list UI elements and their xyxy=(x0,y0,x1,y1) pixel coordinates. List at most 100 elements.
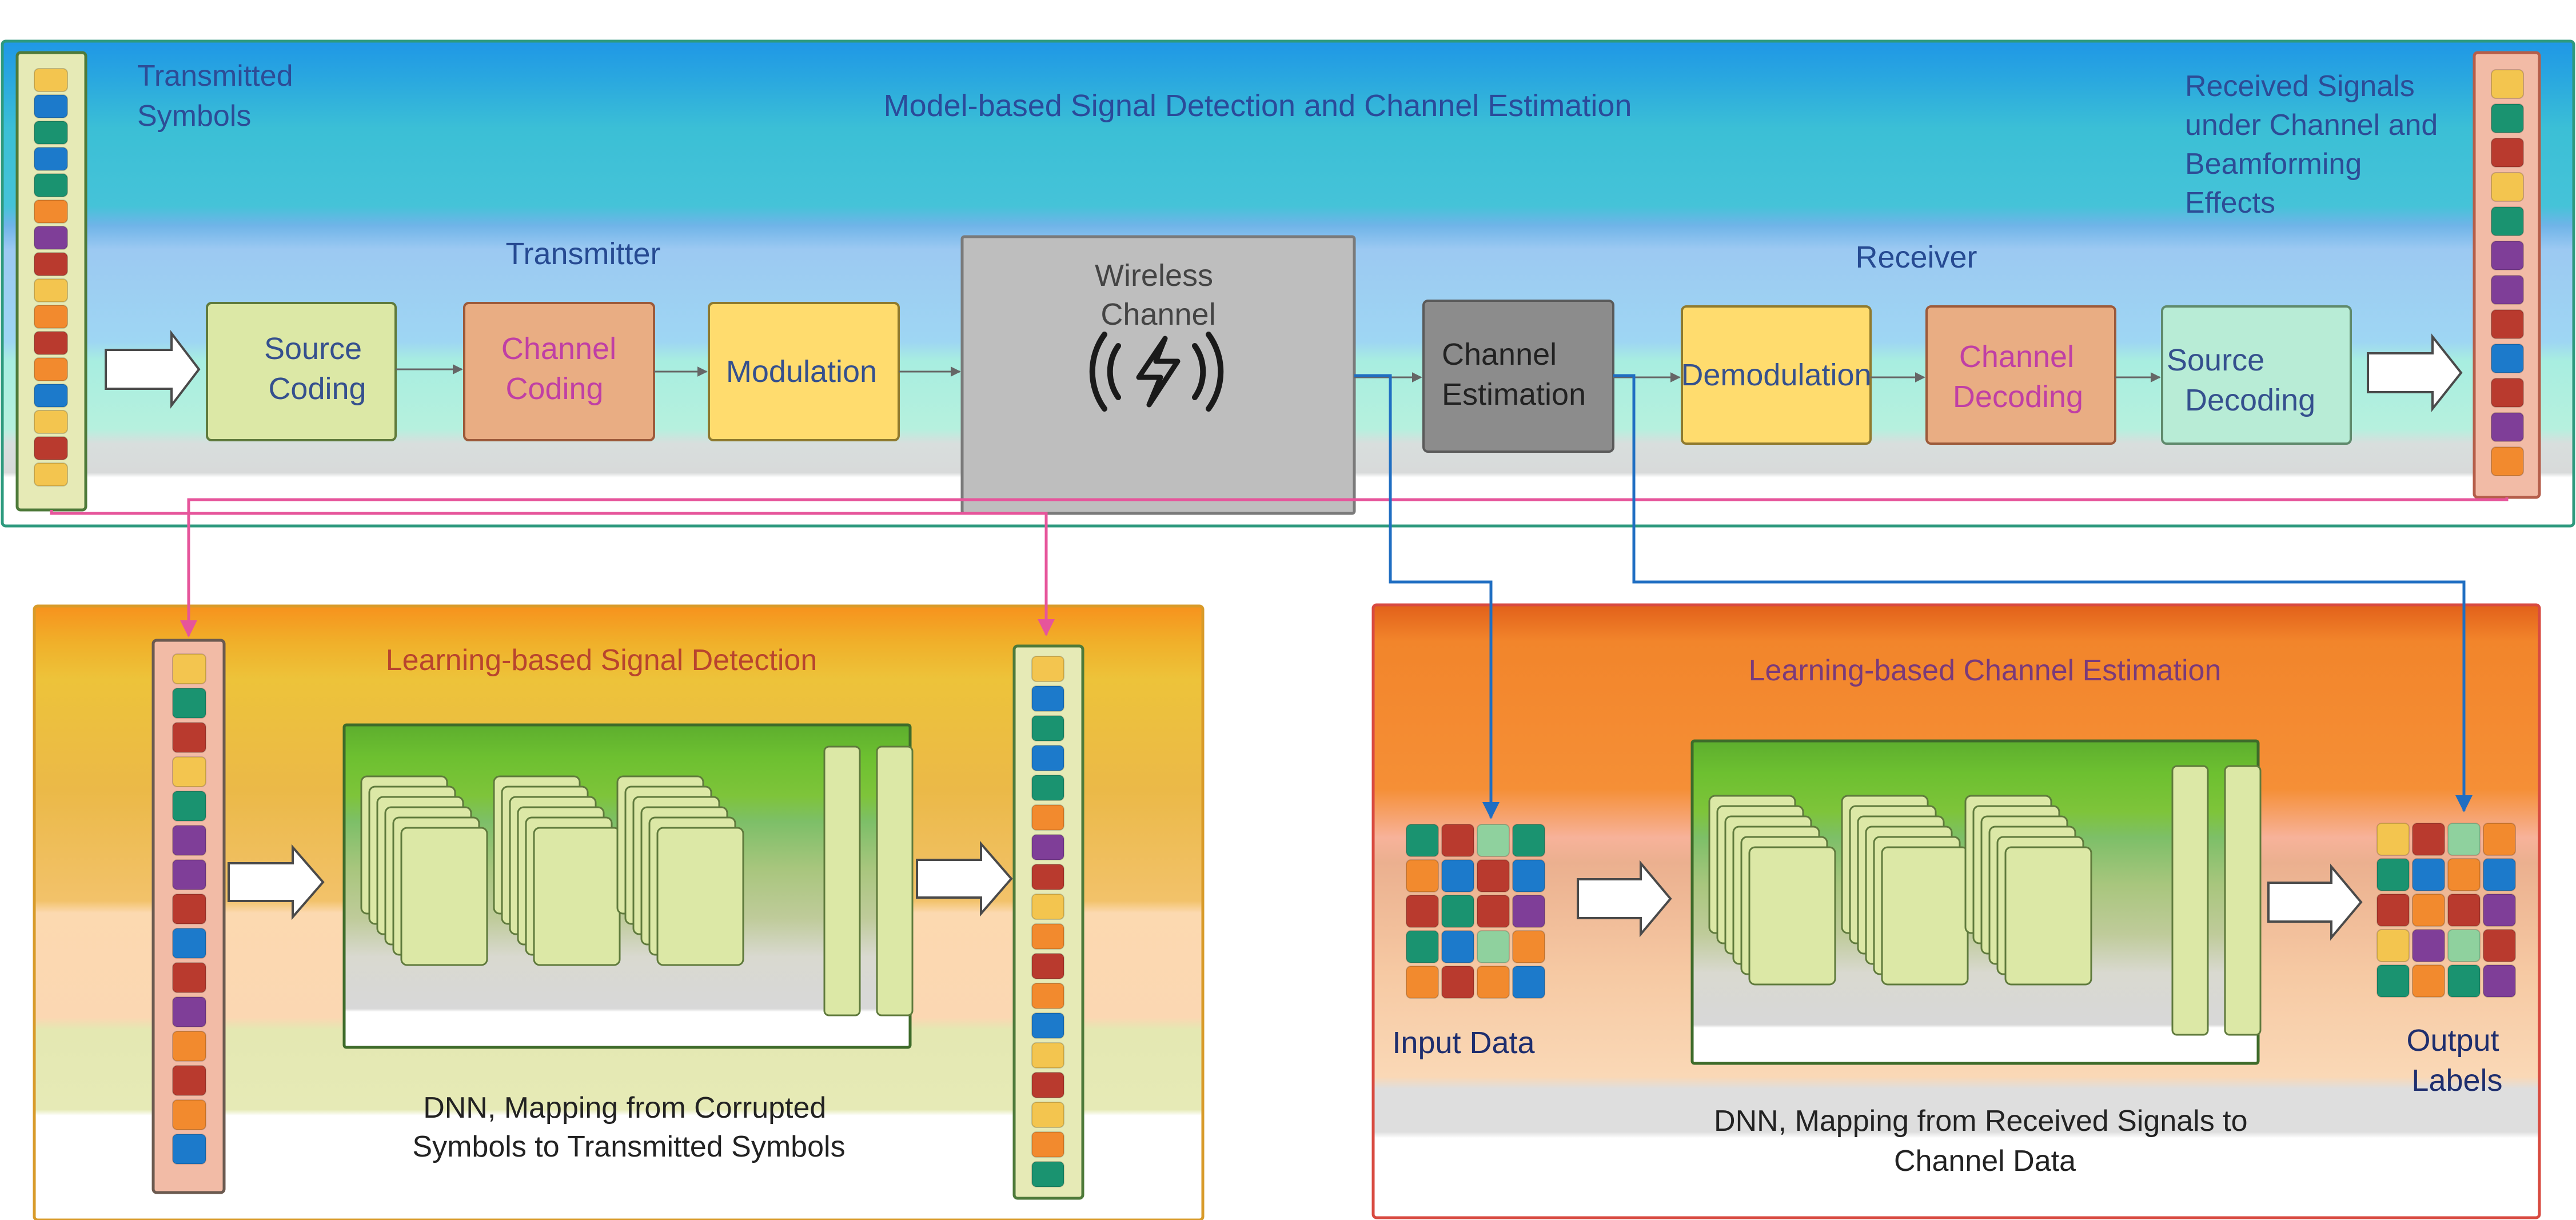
symbol-cell xyxy=(2491,138,2524,168)
feature-map-layer xyxy=(533,827,621,966)
symbol-cell xyxy=(172,722,206,753)
left-output-arrow-icon xyxy=(916,840,1013,917)
transmitted-symbols-label: Transmitted Symbols xyxy=(137,59,301,133)
blue-connectors xyxy=(1354,374,2473,819)
symbol-cell xyxy=(1031,685,1064,712)
right-caption-line-2: Channel Data xyxy=(1894,1145,2076,1178)
symbol-cell xyxy=(2491,69,2524,99)
symbol-cell xyxy=(34,68,68,92)
symbol-cell xyxy=(1031,894,1064,920)
symbol-cell xyxy=(34,463,68,487)
fully-connected-layer xyxy=(823,745,861,1016)
demodulation-label: Demodulation xyxy=(1681,358,1871,392)
source-decoding-line-2: Decoding xyxy=(2185,383,2315,417)
grid-cell xyxy=(1477,824,1510,857)
symbol-cell xyxy=(2491,275,2524,305)
symbol-cell xyxy=(2491,309,2524,339)
grid-cell xyxy=(1512,824,1545,857)
symbol-cell xyxy=(172,996,206,1027)
channel-decoding-block: Channel Decoding xyxy=(1925,305,2116,445)
pink-connectors xyxy=(50,497,2509,637)
signal-detection-caption: DNN, Mapping from Corrupted Symbols to T… xyxy=(412,1091,845,1163)
symbol-cell xyxy=(34,305,68,329)
svg-text:Channel Decoding: Channel Decoding xyxy=(1953,340,2083,414)
symbol-cell xyxy=(1031,656,1064,682)
received-line-2: under Channel and xyxy=(2185,109,2438,142)
grid-cell xyxy=(1406,895,1439,928)
grid-cell xyxy=(1441,824,1474,857)
symbol-cell xyxy=(34,357,68,381)
svg-text:Source Coding: Source Coding xyxy=(264,332,370,406)
symbol-cell xyxy=(1031,1012,1064,1039)
input-arrow-icon xyxy=(105,330,201,409)
source-decoding-block: Source Decoding xyxy=(2161,305,2352,445)
symbol-cell xyxy=(34,278,68,302)
output-labels-line-1: Output xyxy=(2406,1023,2499,1058)
grid-cell xyxy=(2483,823,2516,856)
grid-cell xyxy=(1406,966,1439,999)
symbol-cell xyxy=(1031,804,1064,831)
grid-cell xyxy=(2376,823,2410,856)
modulation-block: Modulation xyxy=(708,302,900,441)
feature-map-layer xyxy=(1881,846,1969,986)
grid-cell xyxy=(1441,895,1474,928)
dnn-layers xyxy=(360,745,914,1016)
received-line-3: Beamforming xyxy=(2185,147,2362,181)
receiver-label: Receiver xyxy=(1855,240,1977,274)
channel-estimation-dnn xyxy=(1690,739,2262,1065)
symbol-cell xyxy=(172,791,206,822)
svg-text:Source Decoding: Source Decoding xyxy=(2167,343,2315,417)
grid-cell xyxy=(1512,930,1545,963)
grid-cell xyxy=(1512,966,1545,999)
symbol-cell xyxy=(34,331,68,355)
signal-detection-dnn xyxy=(342,723,914,1049)
detected-symbol-column xyxy=(1012,644,1084,1200)
input-data-grid xyxy=(1406,824,1545,999)
demodulation-block: Demodulation xyxy=(1681,305,1872,445)
grid-cell xyxy=(2447,823,2481,856)
modulation-label: Modulation xyxy=(726,354,877,389)
symbol-cell xyxy=(1031,775,1064,801)
dnn-layers xyxy=(1708,765,2262,1036)
symbol-cell xyxy=(172,1099,206,1130)
symbol-cell xyxy=(2491,378,2524,408)
grid-cell xyxy=(1441,859,1474,892)
feature-map-layer xyxy=(2004,846,2092,986)
channel-estimation-caption: DNN, Mapping from Received Signals to Ch… xyxy=(1714,1105,2256,1178)
channel-estimation-line-2: Estimation xyxy=(1442,377,1586,412)
channel-coding-block: Channel Coding xyxy=(463,302,655,441)
wireless-signal-icon xyxy=(1089,332,1224,412)
symbol-cell xyxy=(172,928,206,959)
symbol-cell xyxy=(2491,344,2524,373)
transmitter-label: Transmitter xyxy=(505,237,660,271)
grid-cell xyxy=(2447,894,2481,927)
symbol-cell xyxy=(1031,1072,1064,1098)
symbol-cell xyxy=(1031,715,1064,741)
feature-map-layer xyxy=(400,827,488,966)
symbol-cell xyxy=(1031,1042,1064,1069)
feature-map-layer xyxy=(1748,846,1836,986)
feature-map-layer xyxy=(656,827,744,966)
grid-cell xyxy=(2412,929,2445,962)
grid-cell xyxy=(2412,858,2445,891)
source-coding-line-1: Source xyxy=(264,332,362,366)
received-line-4: Effects xyxy=(2185,186,2275,220)
channel-coding-line-1: Channel xyxy=(501,332,616,366)
symbol-cell xyxy=(172,1134,206,1165)
grid-cell xyxy=(2447,858,2481,891)
output-labels-label: Output Labels xyxy=(2406,1023,2507,1098)
symbol-cell xyxy=(1031,983,1064,1009)
symbol-cell xyxy=(172,756,206,787)
source-coding-line-2: Coding xyxy=(268,372,366,406)
grid-cell xyxy=(1512,859,1545,892)
source-decoding-line-1: Source xyxy=(2167,343,2264,377)
grid-cell xyxy=(2412,894,2445,927)
transmitted-line-1: Transmitted xyxy=(137,59,293,93)
grid-cell xyxy=(2483,929,2516,962)
grid-cell xyxy=(2412,964,2445,998)
output-labels-grid xyxy=(2376,823,2516,998)
symbol-cell xyxy=(2491,446,2524,476)
grid-cell xyxy=(2483,858,2516,891)
channel-decoding-line-1: Channel xyxy=(1959,340,2074,374)
transmitted-line-2: Symbols xyxy=(137,99,251,133)
